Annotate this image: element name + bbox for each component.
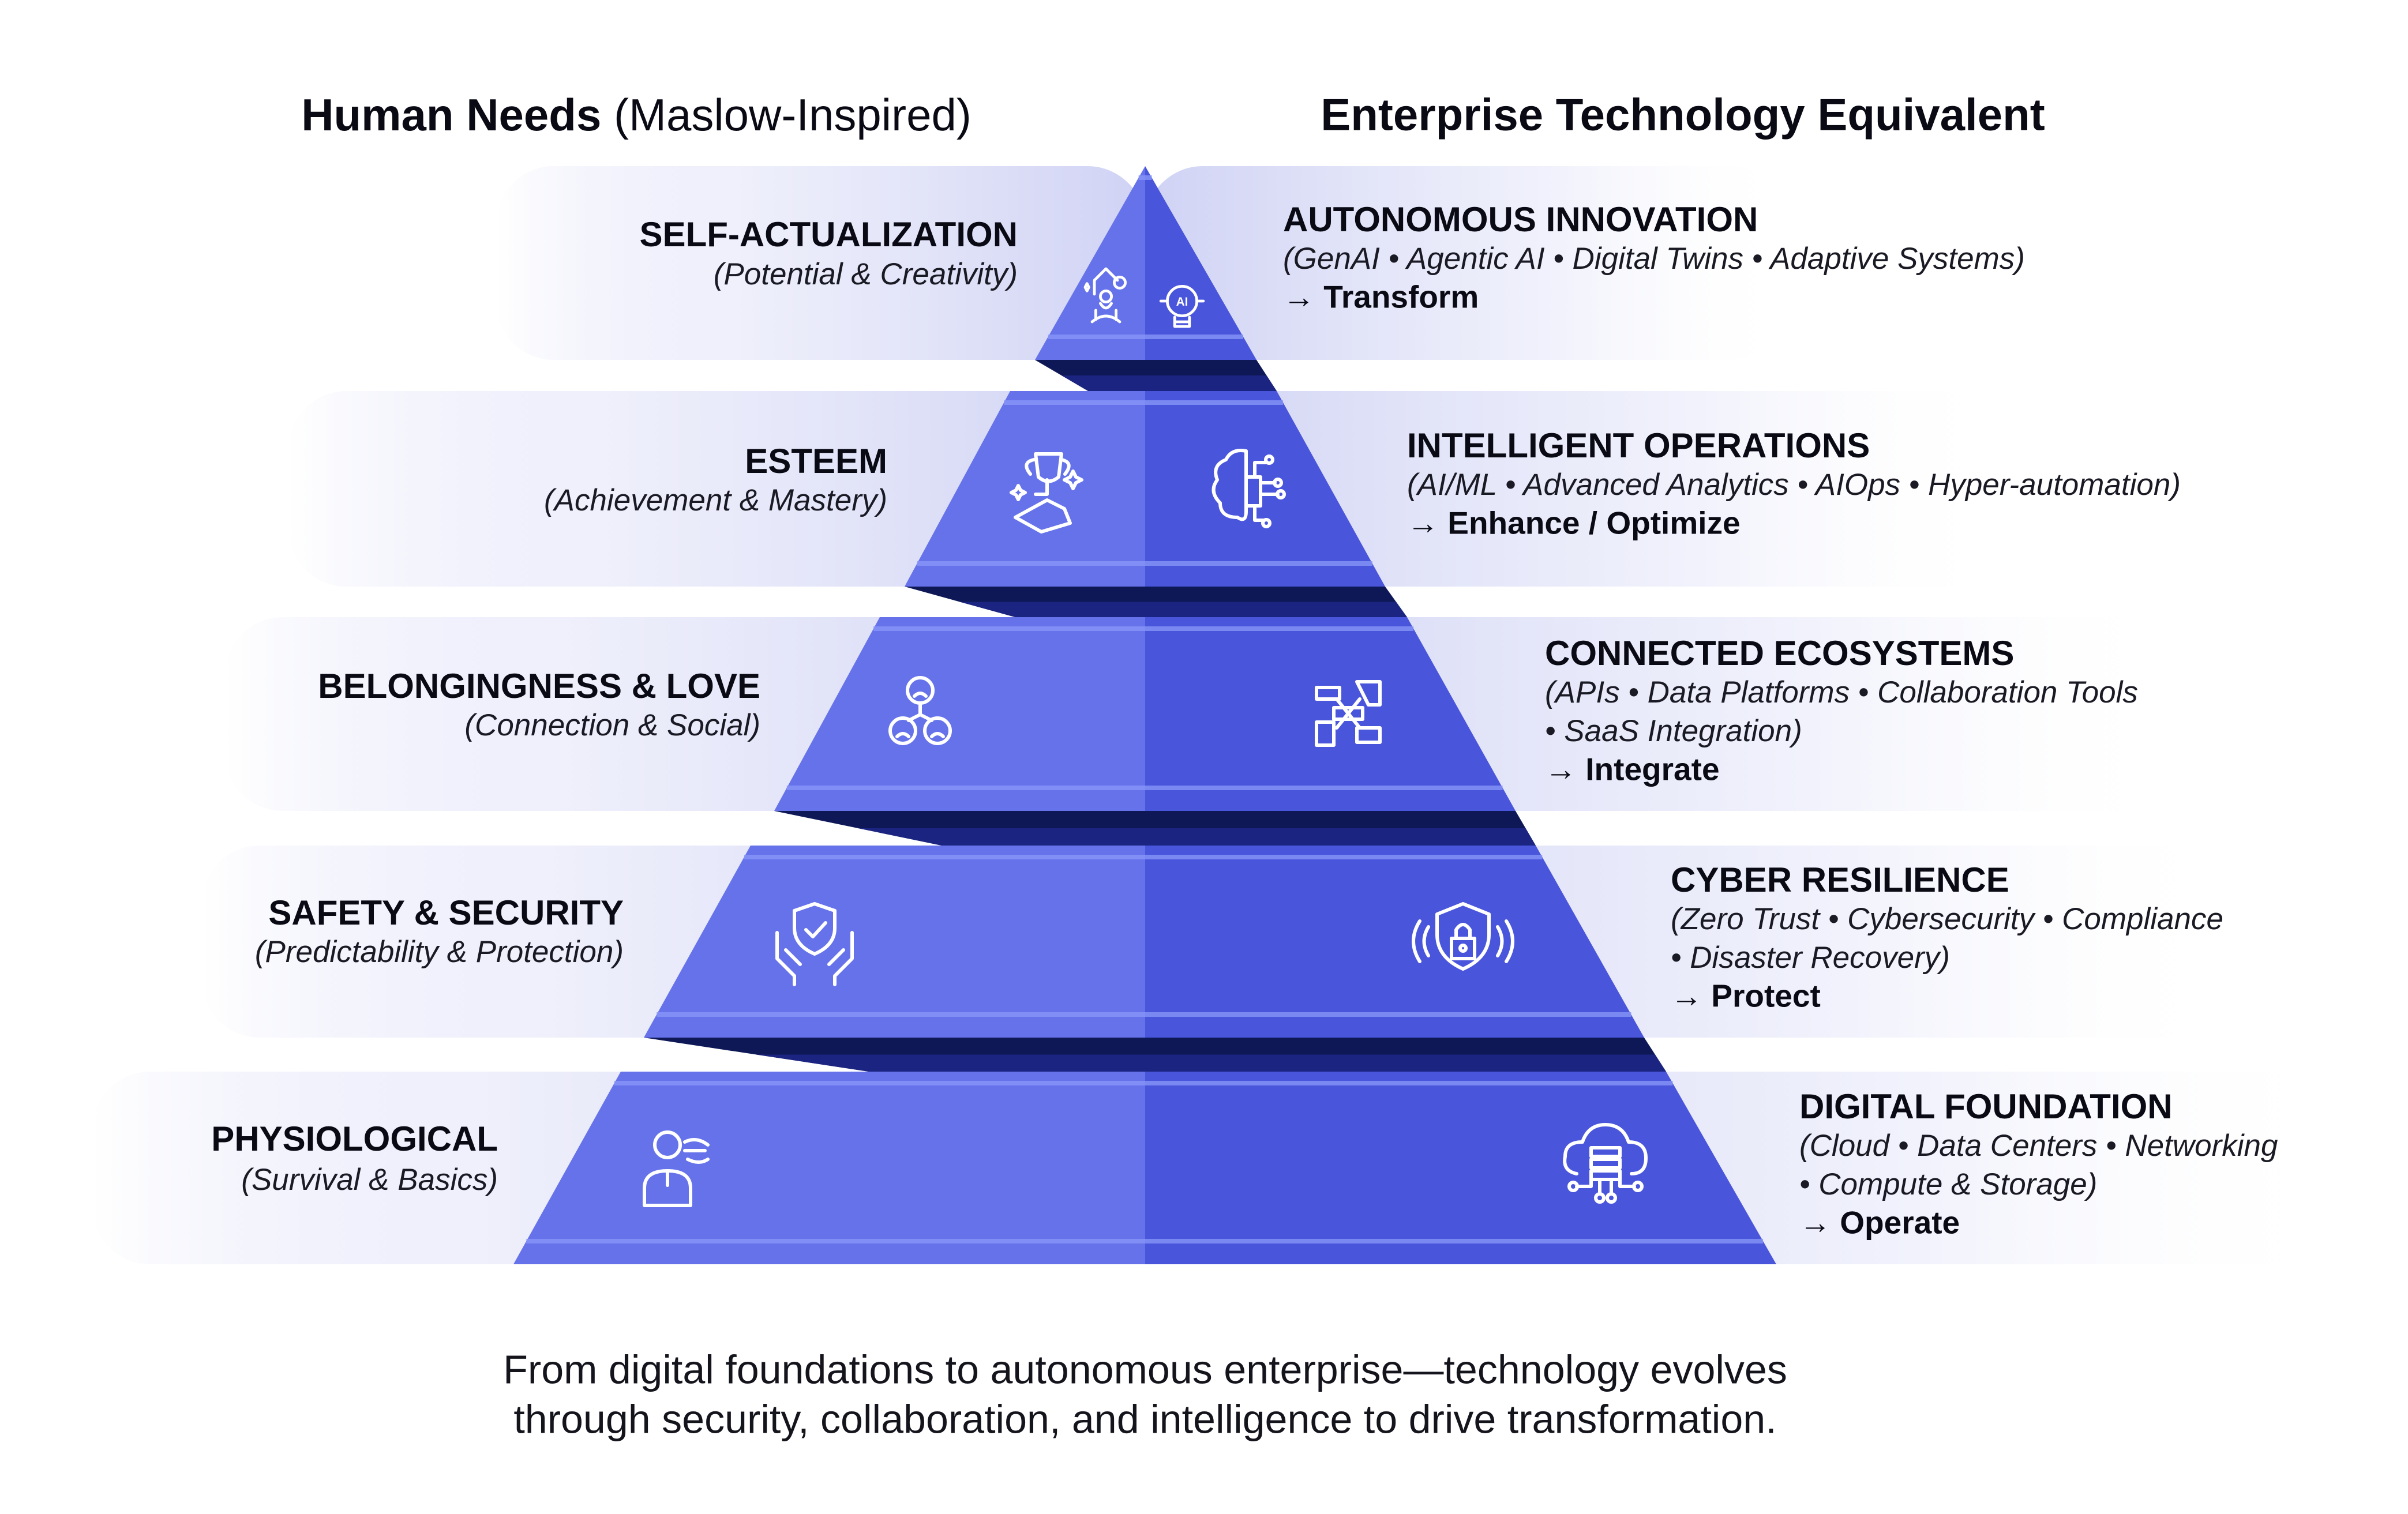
need-subtitle: (Potential & Creativity)	[714, 257, 1018, 291]
tier-right-face	[1145, 846, 1644, 1038]
tier-shadow-mid	[1062, 375, 1277, 391]
tier-right-face	[1145, 617, 1516, 811]
tech-examples: (AI/ML • Advanced Analytics • AIOps • Hy…	[1407, 468, 2181, 502]
cloud-server-icon	[1563, 1123, 1648, 1204]
trophy-icon	[1010, 452, 1083, 534]
tech-examples: • SaaS Integration)	[1545, 714, 1802, 748]
tier-right-face	[1145, 1072, 1776, 1264]
tech-action: → Enhance / Optimize	[1407, 505, 1741, 541]
left-header-light: (Maslow-Inspired)	[601, 89, 971, 140]
tier-left-face	[644, 846, 1145, 1038]
right-band	[1145, 391, 2002, 587]
tech-examples: (GenAI • Agentic AI • Digital Twins • Ad…	[1283, 242, 2025, 276]
need-subtitle: (Achievement & Mastery)	[544, 483, 887, 517]
tech-examples: • Disaster Recovery)	[1671, 941, 1950, 975]
footer-line-2: through security, collaboration, and int…	[513, 1396, 1776, 1441]
ai-lightbulb-icon: AI	[1159, 284, 1205, 328]
tech-action: → Operate	[1799, 1205, 1960, 1241]
tech-examples: (Zero Trust • Cybersecurity • Compliance	[1671, 902, 2223, 936]
meditation-growth-icon	[1083, 267, 1127, 324]
person-breathing-icon	[643, 1130, 710, 1207]
tech-title: INTELLIGENT OPERATIONS	[1407, 426, 1870, 465]
joined-hands-icon	[1315, 680, 1382, 747]
tech-title: DIGITAL FOUNDATION	[1799, 1087, 2173, 1126]
left-column-header: Human Needs (Maslow-Inspired)	[301, 89, 972, 140]
need-title: ESTEEM	[745, 442, 887, 480]
tier-left-face	[774, 617, 1145, 811]
left-band	[496, 166, 1145, 360]
tech-examples: (APIs • Data Platforms • Collaboration T…	[1545, 675, 2138, 709]
tech-action: → Integrate	[1545, 752, 1720, 787]
footer-line-1: From digital foundations to autonomous e…	[503, 1347, 1787, 1392]
need-title: SAFETY & SECURITY	[268, 893, 624, 932]
tech-action: → Transform	[1283, 279, 1479, 315]
right-column-header: Enterprise Technology Equivalent	[1321, 89, 2045, 140]
left-header-bold: Human Needs	[301, 89, 601, 140]
need-title: SELF-ACTUALIZATION	[640, 215, 1018, 254]
tier-shadow-mid	[858, 828, 1536, 846]
tech-title: AUTONOMOUS INNOVATION	[1283, 200, 1758, 239]
tier-labels: SELF-ACTUALIZATION(Potential & Creativit…	[211, 200, 2278, 1241]
tech-title: CONNECTED ECOSYSTEMS	[1545, 634, 2014, 673]
tier-right-face	[1145, 391, 1385, 587]
tier-left-face	[1035, 166, 1145, 360]
need-subtitle: (Survival & Basics)	[241, 1163, 498, 1197]
tier-shadow-mid	[756, 1054, 1666, 1072]
need-title: BELONGINGNESS & LOVE	[318, 667, 760, 705]
shield-hands-icon	[775, 902, 854, 986]
pyramid	[513, 166, 1776, 1264]
shield-lock-icon	[1412, 902, 1514, 971]
need-subtitle: (Predictability & Protection)	[255, 935, 624, 969]
tier-left-face	[905, 391, 1145, 587]
svg-text:AI: AI	[1176, 295, 1188, 309]
right-band	[1145, 166, 1788, 360]
tech-action: → Protect	[1671, 978, 1821, 1014]
need-title: PHYSIOLOGICAL	[211, 1119, 498, 1158]
tech-examples: • Compute & Storage)	[1799, 1167, 2097, 1201]
tech-examples: (Cloud • Data Centers • Networking	[1799, 1129, 2278, 1163]
tech-title: CYBER RESILIENCE	[1671, 861, 2009, 899]
need-subtitle: (Connection & Social)	[464, 708, 760, 742]
pyramid-icons: AI	[643, 267, 1648, 1207]
tier-shadow-mid	[959, 602, 1407, 617]
community-icon	[888, 676, 952, 745]
tier-left-face	[513, 1072, 1145, 1264]
ai-brain-circuit-icon	[1211, 449, 1286, 528]
